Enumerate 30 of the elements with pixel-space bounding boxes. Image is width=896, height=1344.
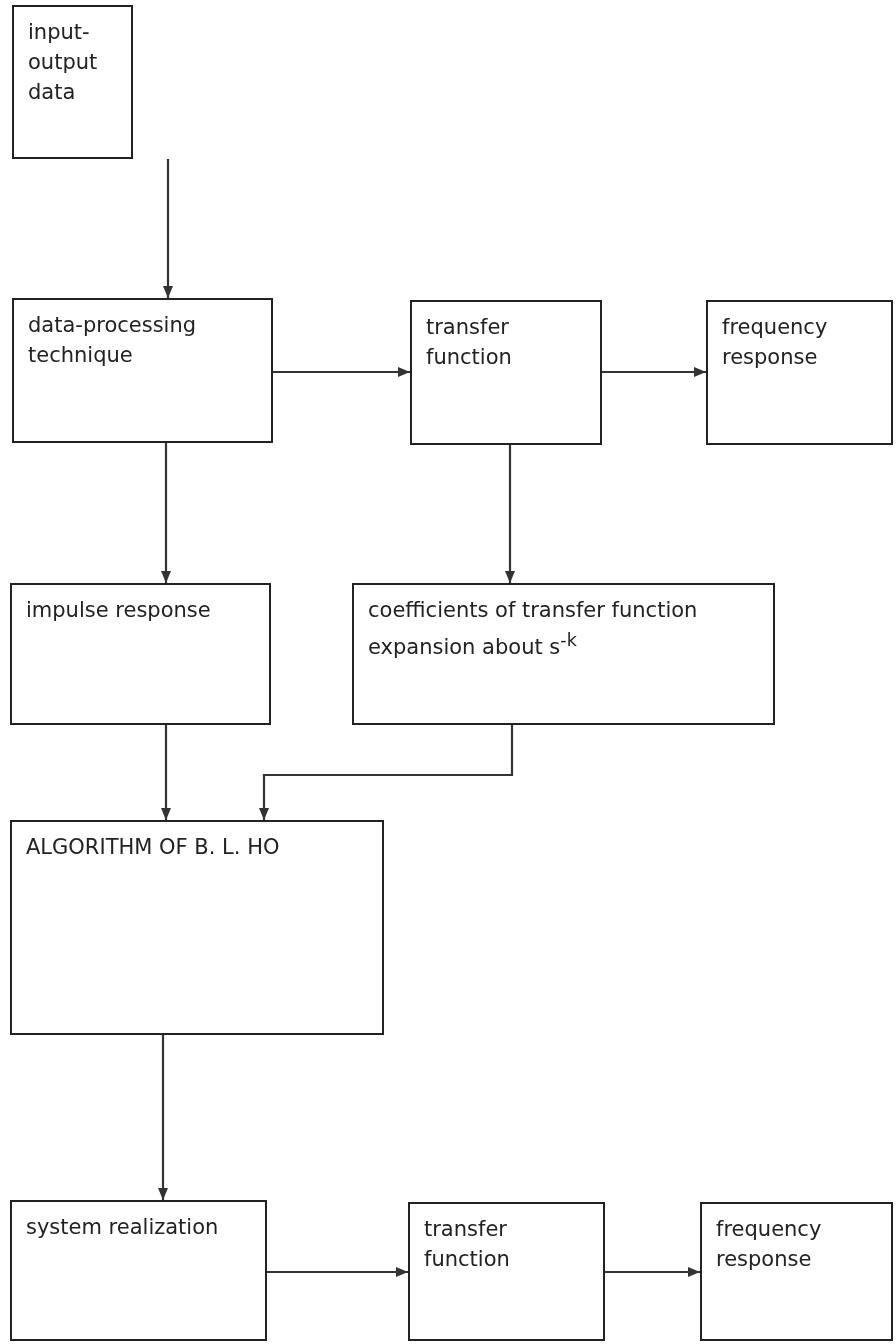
process-box <box>12 5 133 159</box>
process-box <box>10 820 384 1035</box>
box-label: coefficients of transfer function expansion about s$^{-k}$ <box>368 597 699 661</box>
box-label: impulse response <box>26 597 212 624</box>
process-box <box>706 300 893 445</box>
process-box <box>12 298 273 443</box>
box-label: frequency response <box>716 1216 823 1273</box>
arrow <box>602 367 706 377</box>
arrow <box>605 1267 700 1277</box>
arrow <box>505 445 515 583</box>
box-label: ALGORITHM OF B. L. HO <box>26 834 281 861</box>
process-box <box>408 1202 605 1341</box>
arrow <box>161 443 171 583</box>
box-label: transfer function <box>424 1216 511 1273</box>
box-label: transfer function <box>426 314 513 371</box>
arrow <box>163 159 173 298</box>
box-label: system realization <box>26 1214 220 1241</box>
arrow <box>158 1035 168 1200</box>
box-label: data-processing technique <box>28 312 198 369</box>
process-box <box>410 300 602 445</box>
box-label: frequency response <box>722 314 829 371</box>
process-box <box>10 1200 267 1341</box>
arrow <box>259 725 514 820</box>
process-box <box>352 583 775 725</box>
arrow <box>161 725 171 820</box>
arrow <box>273 367 410 377</box>
arrow <box>267 1267 408 1277</box>
process-box <box>10 583 271 725</box>
process-box <box>700 1202 893 1341</box>
box-label: input-output data <box>28 19 99 106</box>
